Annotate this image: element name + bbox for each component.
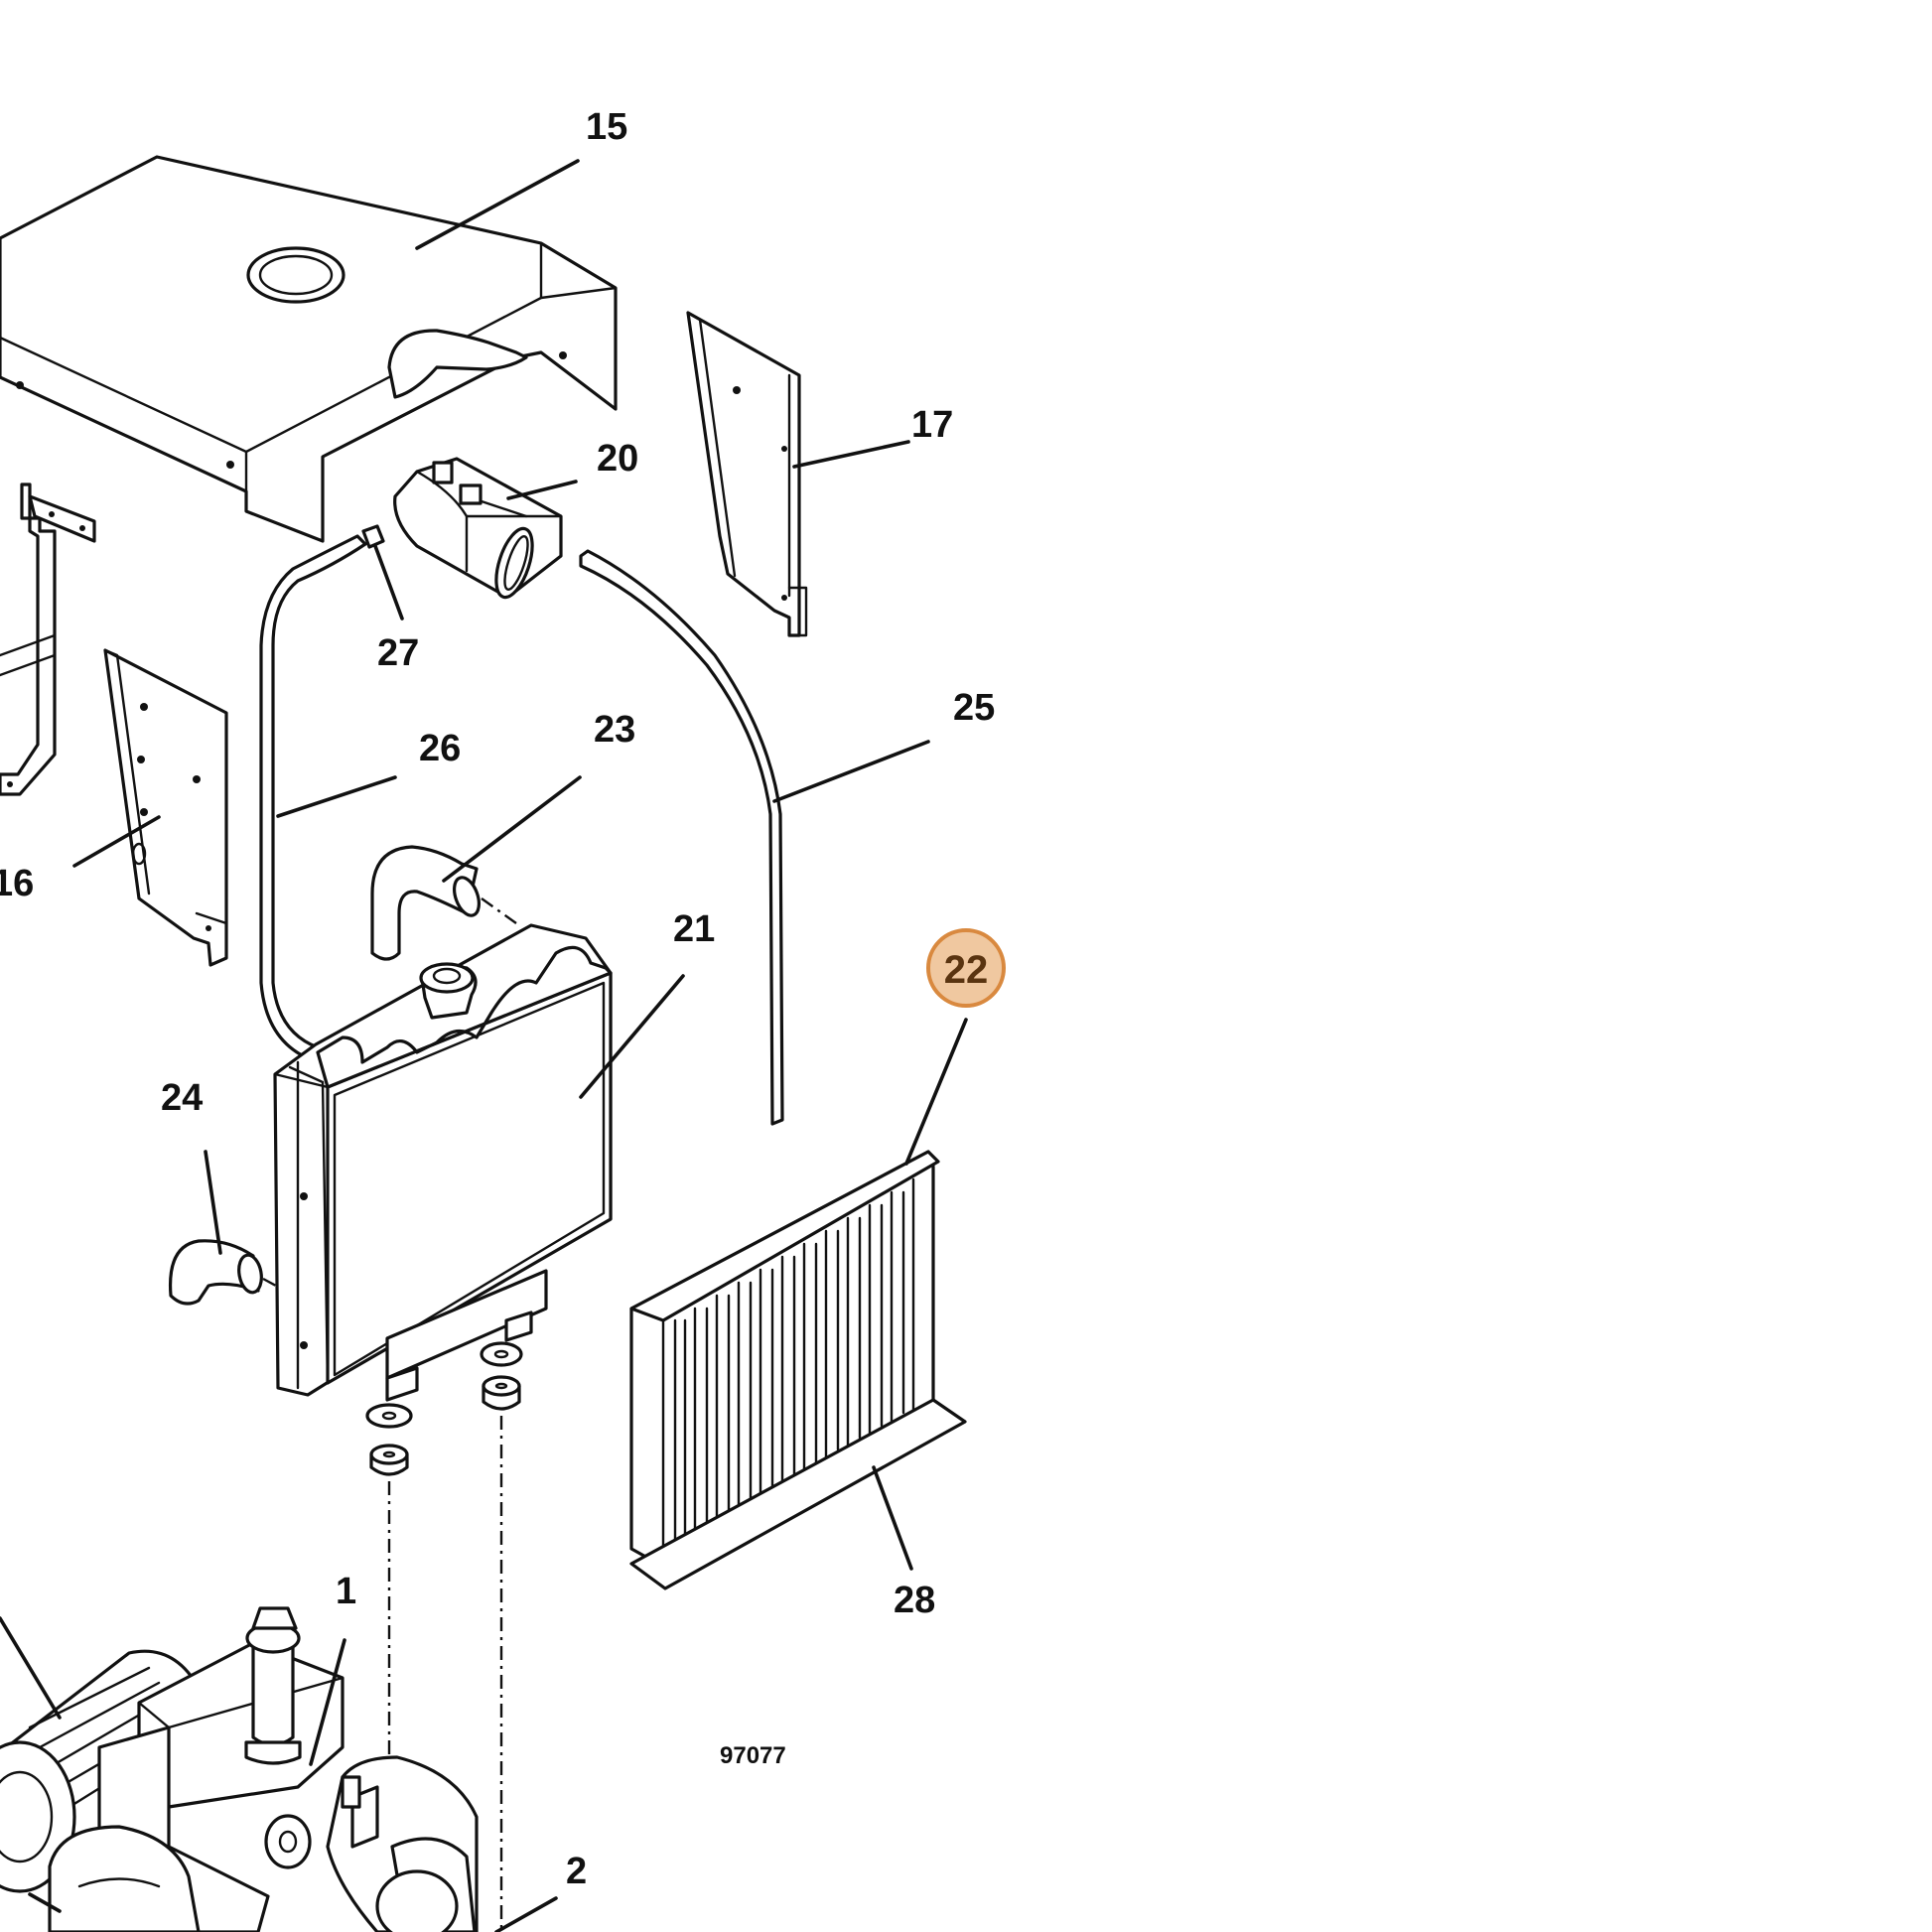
leader-lines	[0, 159, 968, 1932]
leader-21	[579, 974, 685, 1099]
leader-17	[792, 440, 910, 469]
part-25-pipe	[579, 549, 784, 1126]
callout-23[interactable]: 23	[594, 709, 635, 751]
part-23-top-hose	[370, 845, 517, 961]
callout-20[interactable]: 20	[597, 438, 638, 480]
part-27-clip	[361, 524, 385, 549]
mounting-rubbers	[365, 1341, 523, 1932]
callout-15[interactable]: 15	[586, 106, 627, 148]
engine-assembly	[0, 1606, 479, 1932]
part-24-bottom-hose	[168, 1239, 277, 1306]
part-15-cowl	[0, 155, 618, 543]
callout-22-highlight[interactable]: 22	[926, 928, 1006, 1008]
leader-26	[276, 775, 397, 818]
highlight-ring	[926, 928, 1006, 1008]
leader-22	[904, 1018, 968, 1166]
leader-20	[506, 480, 578, 500]
leader-1	[309, 1638, 346, 1766]
callout-27[interactable]: 27	[377, 632, 419, 674]
part-26-hose	[259, 534, 419, 1062]
leader-engine-bottom	[28, 1892, 62, 1913]
leader-2	[494, 1896, 558, 1932]
left-bracket	[0, 483, 96, 796]
leader-24	[204, 1150, 222, 1255]
callout-labels: 15 17 20 27 25 26 23 16 21 24 28 1 2 22 …	[0, 106, 1006, 1892]
leader-16	[72, 815, 161, 868]
callout-17[interactable]: 17	[911, 404, 953, 446]
callout-2[interactable]: 2	[566, 1851, 587, 1892]
part-20-expansion-tank	[393, 457, 563, 600]
callout-24[interactable]: 24	[161, 1077, 203, 1119]
callout-25[interactable]: 25	[953, 687, 995, 729]
leader-engine-left	[0, 1616, 62, 1720]
callout-16[interactable]: 16	[0, 863, 34, 904]
callout-21[interactable]: 21	[673, 908, 715, 950]
leader-27	[373, 544, 404, 621]
callout-28[interactable]: 28	[894, 1580, 935, 1621]
part-22-screen	[629, 1150, 967, 1590]
leader-28	[872, 1465, 913, 1571]
part-17-baffle	[686, 311, 808, 637]
figure-number: 97077	[720, 1742, 786, 1769]
callout-26[interactable]: 26	[419, 728, 461, 769]
callout-1[interactable]: 1	[336, 1571, 356, 1612]
part-16-baffle	[103, 648, 228, 967]
leader-25	[772, 740, 930, 803]
leader-15	[415, 159, 580, 250]
leader-23	[442, 775, 582, 883]
part-21-radiator	[273, 923, 613, 1402]
callout-22[interactable]: 22	[944, 948, 989, 992]
